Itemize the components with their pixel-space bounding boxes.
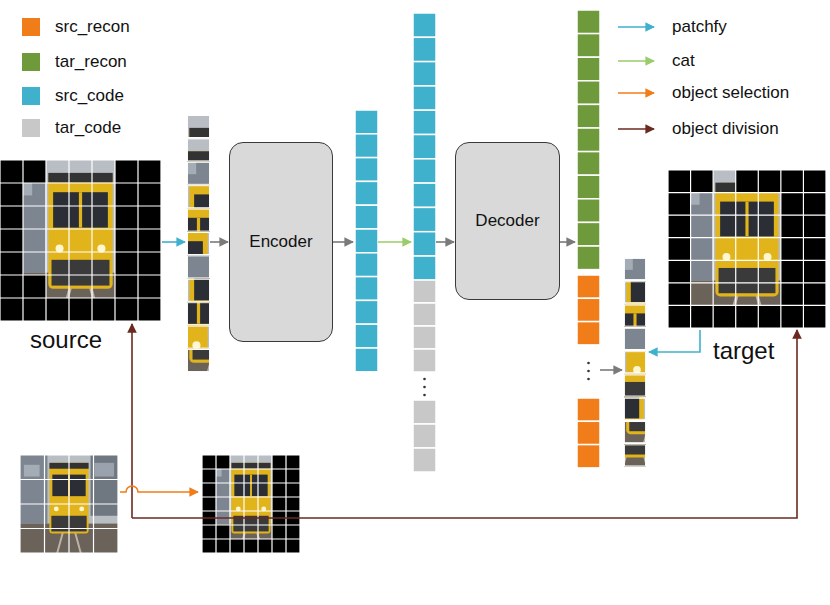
token-cell [577,222,600,246]
token-cell [413,159,436,183]
box-label: Decoder [475,211,539,231]
division-arrow [131,324,133,518]
token-cell [413,135,436,159]
token-cell [577,10,600,34]
division-arrow [132,330,797,518]
original-image [20,455,118,553]
token-cell [413,110,436,134]
token-cell [355,253,378,277]
legend-arrow [618,60,654,62]
token-cell [355,158,378,182]
legend-text: src_code [55,86,124,106]
image-label: target [713,337,774,365]
token-cell [577,421,600,444]
flow-arrow [333,241,353,243]
ellipsis-dot [587,370,590,373]
flow-arrow [436,241,454,243]
legend-text: src_recon [55,17,130,37]
flow-arrow [210,241,228,243]
token-cell [355,181,378,205]
token-cell [355,300,378,324]
token-cell [413,13,436,37]
token-cell [413,232,436,256]
image-patch [580,237,734,391]
ellipsis-dot [423,394,426,397]
flow-arrow [600,369,622,371]
ellipsis-dot [423,378,426,381]
flow-arrow [560,241,575,243]
token-cell [413,183,436,207]
legend-text: object division [672,119,779,139]
image-patch [580,285,734,439]
token-cell [355,110,378,134]
legend-text: patchfy [672,17,727,37]
token-cell [577,128,600,152]
token-cell [413,303,436,326]
legend-text: tar_recon [55,52,127,72]
token-cell [413,207,436,231]
legend-arrow [618,128,654,130]
patchfy-arrow [162,241,185,243]
selected-image [202,455,300,553]
legend-text: cat [672,51,695,71]
token-cell [355,229,378,253]
process-box: Encoder [229,142,333,342]
token-cell [355,205,378,229]
token-columns [355,10,600,472]
box-label: Encoder [249,232,312,252]
image-patch [580,311,734,465]
token-cell [413,424,436,448]
token-cell [355,348,378,372]
token-cell [577,81,600,105]
token-cell [577,104,600,128]
token-cell [413,86,436,110]
ellipsis-dot [423,386,426,389]
token-cell [577,152,600,176]
legend-swatch [22,87,40,105]
legend-text: object selection [672,83,789,103]
token-cell [413,326,436,349]
token-cell [355,324,378,348]
token-cell [413,349,436,372]
token-cell [413,280,436,303]
legend-swatch [22,119,40,137]
ellipsis-dot [587,362,590,365]
process-box: Decoder [455,142,560,300]
patchfy-arrow [649,330,700,352]
token-cell [577,199,600,223]
token-cell [413,37,436,61]
token-cell [577,34,600,58]
token-cell [355,277,378,301]
token-cell [577,175,600,199]
legend-text: tar_code [55,118,121,138]
token-cell [577,298,600,321]
token-cell [413,62,436,86]
legend-arrow [618,26,654,28]
legend-swatch [22,53,40,71]
legend-arrow [618,92,654,94]
token-cell [577,246,600,270]
legend-swatch [22,18,40,36]
token-cell [577,398,600,421]
selection-arrow [120,486,198,492]
source-image [0,160,161,321]
ellipsis-dot [587,378,590,381]
image-patch [536,354,690,508]
cat-arrow [378,241,411,243]
token-cell [577,322,600,345]
legend-samples [22,18,654,137]
token-cell [355,134,378,158]
images [0,115,826,553]
image-label: source [30,326,102,354]
token-cell [413,400,436,424]
token-cell [413,448,436,472]
token-cell [577,445,600,468]
image-patch [558,334,712,488]
token-cell [577,275,600,298]
token-cell [413,256,436,280]
token-cell [577,57,600,81]
target-image [668,170,826,328]
